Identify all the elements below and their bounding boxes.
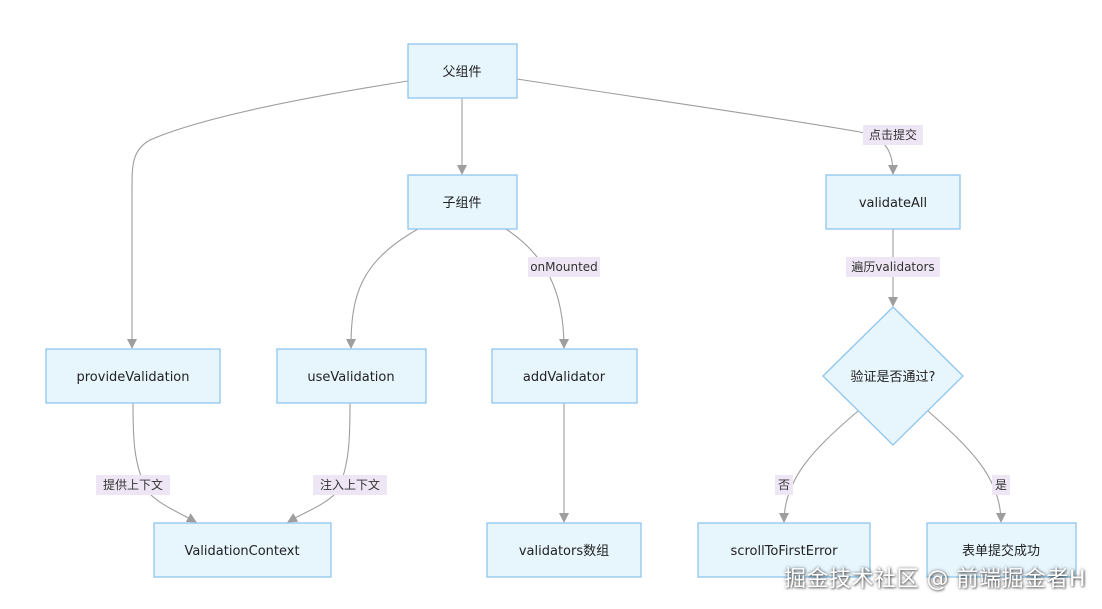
node-provide-validation: provideValidation — [45, 348, 221, 404]
node-scroll-to-first-error-label: scrollToFirstError — [731, 544, 839, 559]
node-parent-label: 父组件 — [442, 65, 481, 80]
node-decision: 验证是否通过? — [822, 306, 964, 446]
edge-provide-validation-to-context — [132, 402, 197, 523]
node-validation-context-label: ValidationContext — [184, 544, 299, 559]
edges — [127, 78, 1006, 523]
node-scroll-to-first-error: scrollToFirstError — [697, 522, 871, 578]
edge-label-inject-context: 注入上下文 — [320, 477, 380, 492]
node-validators-array-label: validators数组 — [519, 544, 609, 559]
edge-parent-to-validate-all — [516, 78, 898, 175]
edge-label-on-mounted: onMounted — [530, 260, 598, 274]
node-validate-all-label: validateAll — [859, 196, 927, 211]
node-provide-validation-label: provideValidation — [76, 370, 189, 385]
node-use-validation-label: useValidation — [307, 370, 394, 385]
watermark: 掘金技术社区 @ 前端掘金者H — [783, 567, 1086, 592]
edge-child-to-add-validator — [505, 228, 569, 349]
edge-parent-to-provide-validation — [127, 80, 409, 349]
nodes: 父组件 子组件 validateAll provideValidation us… — [45, 43, 1077, 578]
node-child-label: 子组件 — [442, 196, 481, 211]
edge-child-to-use-validation — [346, 228, 419, 349]
edge-labels: 点击提交 onMounted 遍历validators 提供上下文 注入上下文 … — [96, 125, 1010, 495]
node-submit-success: 表单提交成功 — [926, 522, 1077, 578]
node-parent: 父组件 — [407, 43, 518, 99]
edge-decision-to-scroll-to-first-error — [779, 410, 859, 523]
edge-label-yes: 是 — [995, 478, 1007, 492]
edge-use-validation-to-context — [287, 402, 351, 523]
node-validators-array: validators数组 — [486, 522, 642, 578]
node-submit-success-label: 表单提交成功 — [962, 543, 1040, 559]
node-add-validator-label: addValidator — [523, 370, 606, 385]
node-decision-label: 验证是否通过? — [851, 369, 936, 385]
node-validate-all: validateAll — [825, 174, 961, 230]
node-validation-context: ValidationContext — [153, 522, 332, 578]
edge-label-click-submit: 点击提交 — [869, 127, 917, 142]
edge-label-iterate-validators: 遍历validators — [851, 260, 934, 274]
edge-label-no: 否 — [778, 478, 790, 492]
edge-decision-to-submit-success — [927, 410, 1006, 523]
node-use-validation: useValidation — [276, 348, 427, 404]
node-add-validator: addValidator — [491, 348, 638, 404]
edge-label-provide-context: 提供上下文 — [103, 477, 163, 492]
node-child: 子组件 — [407, 174, 518, 230]
